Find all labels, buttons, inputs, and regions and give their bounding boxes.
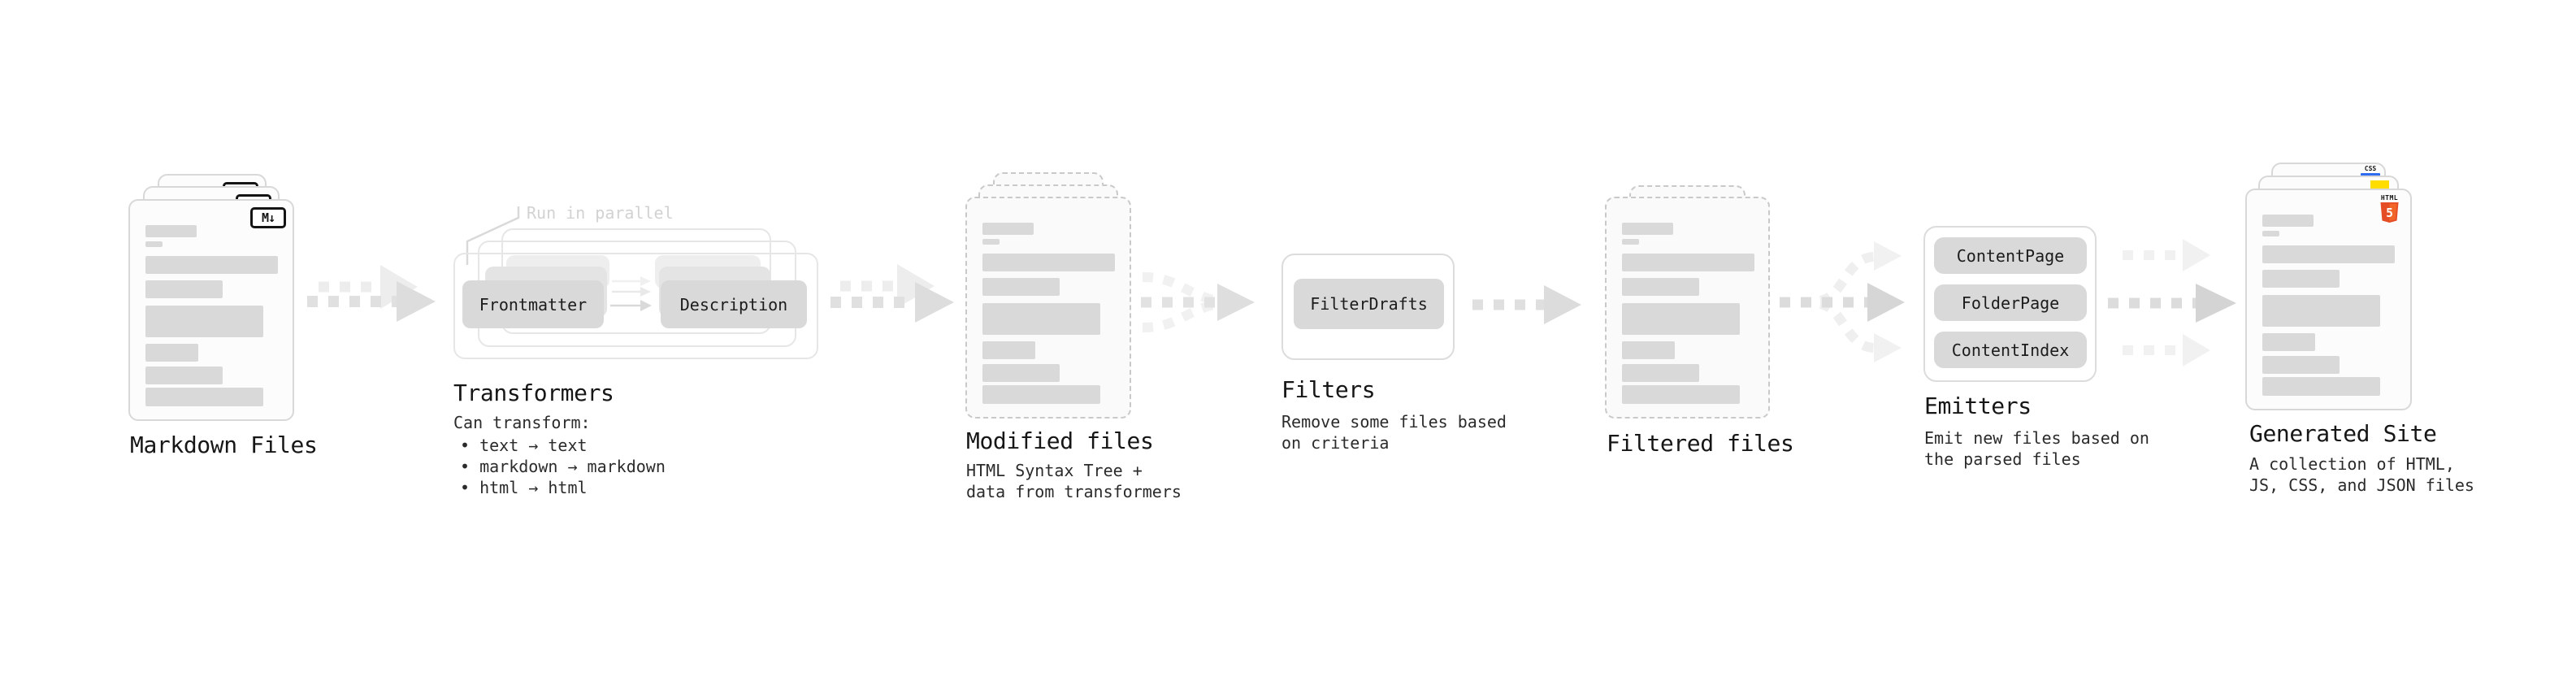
transformer-description: Description	[661, 280, 807, 328]
arrow-modified-to-filters-merge	[1141, 272, 1255, 332]
markdown-file-card-front: M↓	[128, 199, 294, 421]
filter-filterdrafts: FilterDrafts	[1294, 279, 1444, 329]
content-placeholder-bars	[982, 223, 1115, 408]
emitters-desc-line: Emit new files based on	[1924, 428, 2149, 448]
css-icon: CSS	[2361, 165, 2380, 176]
transformer-frame-front	[453, 253, 818, 359]
filters-desc-line: on criteria	[1281, 433, 1390, 453]
modified-desc-line: HTML Syntax Tree +	[966, 461, 1143, 480]
filtered-file-card-front	[1605, 197, 1770, 419]
transformers-bullet: • markdown → markdown	[460, 457, 666, 476]
generated-desc-line: JS, CSS, and JSON files	[2249, 475, 2474, 495]
arrow-transformers-to-modified	[830, 264, 954, 323]
stage-title-emitters: Emitters	[1924, 393, 2032, 419]
transformers-bullet: • html → html	[460, 478, 588, 497]
html5-icon: HTML 5	[2379, 194, 2400, 227]
content-placeholder-bars	[1622, 223, 1754, 408]
generated-desc-line: A collection of HTML,	[2249, 454, 2455, 474]
emitter-contentpage: ContentPage	[1934, 237, 2087, 274]
content-placeholder-bars	[145, 225, 278, 410]
run-in-parallel-annotation: Run in parallel	[527, 203, 674, 223]
content-placeholder-bars	[2262, 215, 2395, 400]
transformer-parallel-arrows	[610, 276, 652, 311]
html5-shield: 5	[2380, 202, 2399, 223]
svg-text:5: 5	[2386, 206, 2393, 220]
emitters-desc-line: the parsed files	[1924, 449, 2081, 469]
arrow-markdown-to-transformers	[307, 265, 436, 322]
modified-file-card-front	[965, 197, 1131, 419]
stage-title-filters: Filters	[1281, 376, 1376, 403]
transformers-desc-heading: Can transform:	[453, 413, 591, 432]
stage-title-modified-files: Modified files	[966, 427, 1154, 454]
arrows-emitters-to-generated	[2108, 239, 2236, 367]
javascript-icon	[2370, 180, 2389, 191]
arrow-filtered-to-emitters-fanout	[1780, 241, 1905, 362]
transformer-frontmatter: Frontmatter	[462, 280, 604, 328]
generated-file-card-html: HTML 5	[2245, 189, 2412, 410]
stage-title-filtered-files: Filtered files	[1607, 430, 1794, 457]
stage-title-markdown-files: Markdown Files	[130, 432, 318, 458]
stage-title-transformers: Transformers	[453, 380, 614, 406]
markdown-icon: M↓	[250, 207, 286, 228]
emitter-folderpage: FolderPage	[1934, 284, 2087, 321]
emitter-contentindex: ContentIndex	[1934, 332, 2087, 368]
modified-desc-line: data from transformers	[966, 482, 1182, 501]
transformers-bullet: • text → text	[460, 436, 588, 455]
stage-title-generated-site: Generated Site	[2249, 420, 2437, 447]
filters-desc-line: Remove some files based	[1281, 412, 1507, 432]
arrow-filters-to-filtered	[1472, 285, 1581, 324]
